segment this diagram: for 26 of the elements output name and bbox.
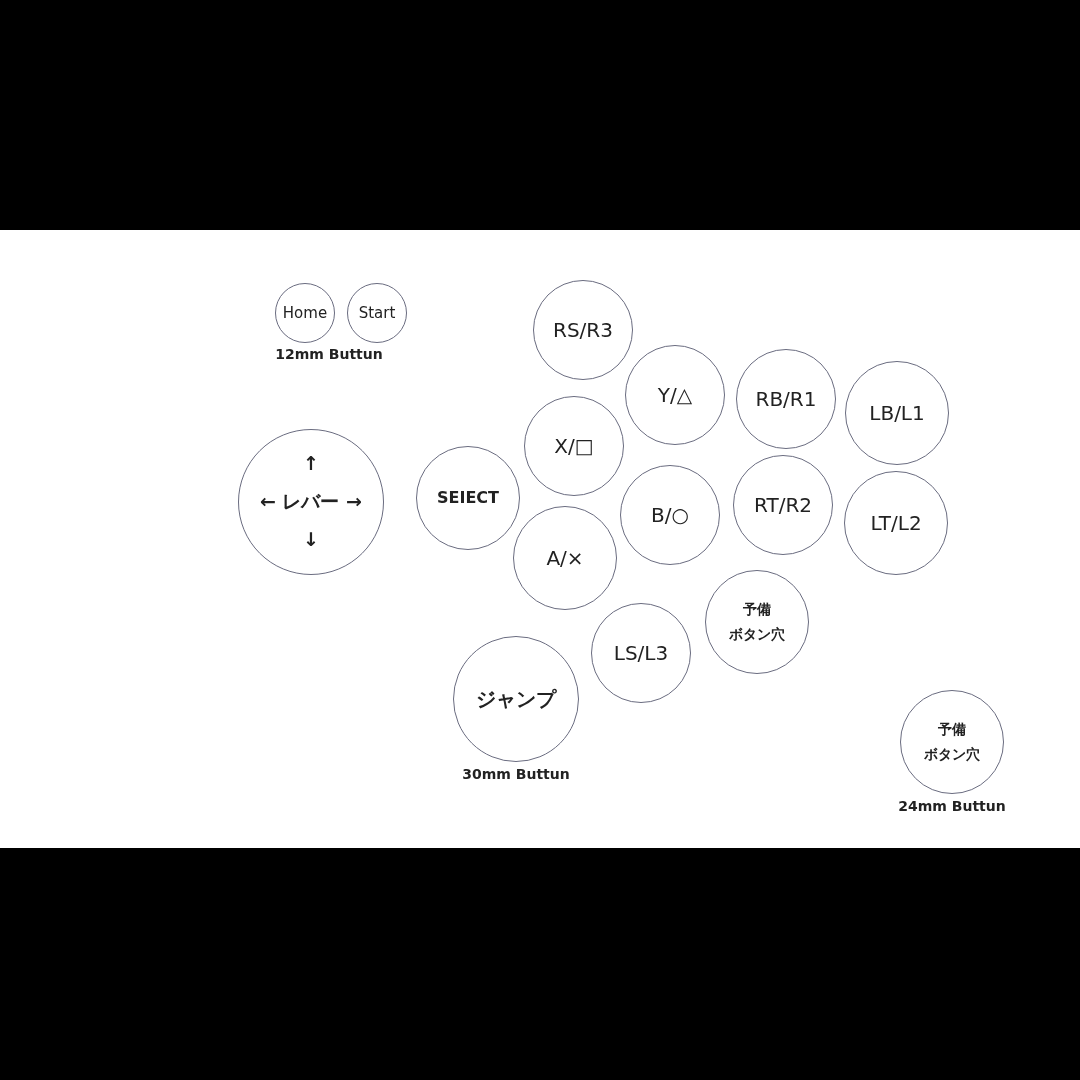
button-label: ← レバー → — [259, 490, 363, 514]
button-label: A/× — [546, 545, 584, 571]
button-label: 予備 — [938, 720, 966, 738]
size-caption: 12mm Buttun — [275, 346, 383, 362]
button-label: ボタン穴 — [924, 746, 980, 764]
button-label: Y/△ — [657, 382, 693, 408]
button-label: RT/R2 — [754, 492, 812, 518]
button-label: RB/R1 — [755, 386, 817, 412]
button-label: SEIECT — [437, 488, 499, 508]
size-caption: 24mm Buttun — [898, 798, 1006, 814]
button-label: ↓ — [303, 527, 319, 552]
button-label: B/○ — [651, 502, 689, 528]
button-label: LT/L2 — [870, 510, 922, 536]
button-label: LS/L3 — [613, 640, 669, 666]
button-label: RS/R3 — [553, 317, 613, 343]
button-circle — [275, 283, 335, 343]
button-label: ↑ — [303, 452, 319, 477]
button-circle — [347, 283, 407, 343]
button-label: Home — [282, 303, 328, 323]
button-label: ボタン穴 — [729, 626, 785, 644]
button-label: ジャンプ — [476, 686, 556, 712]
button-label: LB/L1 — [869, 400, 925, 426]
size-caption: 30mm Buttun — [462, 766, 570, 782]
button-label: X/□ — [554, 433, 594, 459]
button-label: Start — [358, 303, 396, 323]
button-label: 予備 — [743, 600, 771, 618]
